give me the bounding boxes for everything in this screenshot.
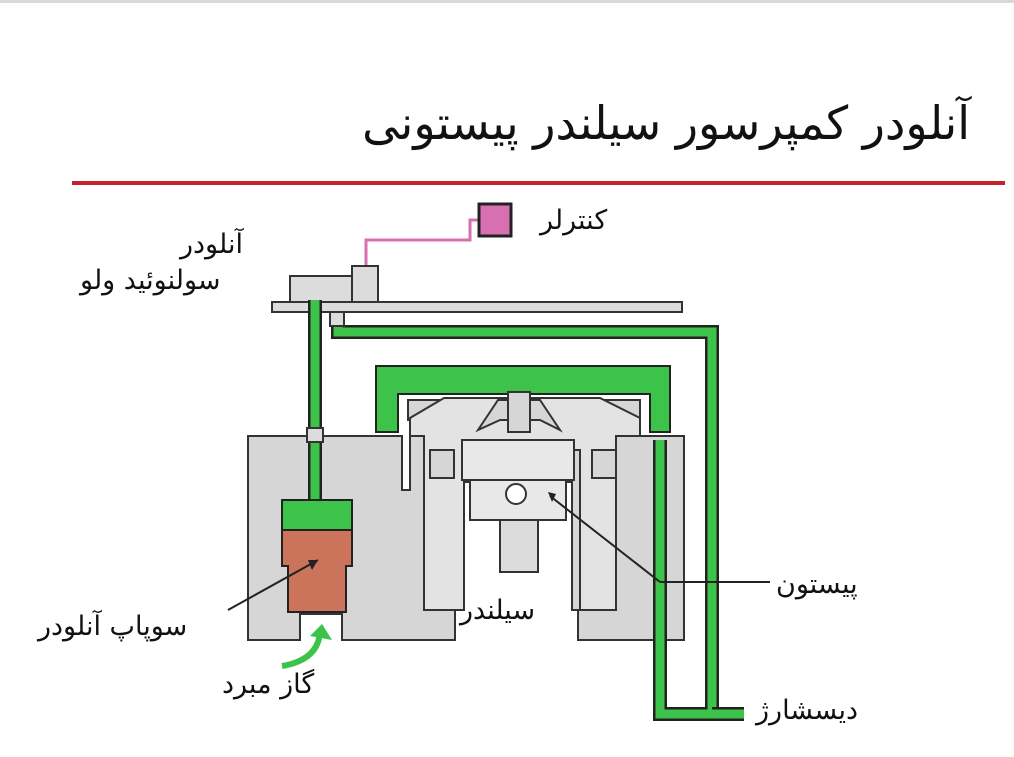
top-border	[0, 0, 1014, 3]
label-suction-gas: گاز مبرد	[222, 669, 315, 700]
cylinder-head	[409, 397, 641, 611]
title-rule	[72, 181, 1005, 185]
label-piston: پیستون	[776, 569, 858, 600]
label-solenoid-line1: آنلودر	[180, 229, 243, 260]
control-wire	[364, 218, 480, 268]
label-unloader-valve: سوپاپ آنلودر	[38, 611, 188, 642]
piston-head	[461, 439, 575, 481]
label-controller: کنترلر	[540, 205, 608, 236]
solenoid-coil	[351, 265, 379, 303]
unloader-valve-top	[281, 499, 353, 531]
discharge-chamber	[375, 365, 671, 433]
label-discharge: دیسشارژ	[756, 695, 859, 726]
connecting-rod	[499, 519, 539, 573]
controller-box	[477, 202, 513, 238]
valve-plate-right	[591, 449, 617, 479]
label-cylinder: سیلندر	[460, 595, 536, 626]
pipe-fitting	[306, 427, 324, 443]
label-solenoid-line2: سولنوئید ولو	[80, 265, 221, 296]
page-title: آنلودر کمپرسور سیلندر پیستونی	[362, 96, 970, 150]
unloader-valve-piston	[281, 529, 353, 613]
valve-plate-left	[429, 449, 455, 479]
header-pipe	[271, 301, 683, 313]
leader-unloader-valve	[227, 559, 319, 611]
solenoid-valve	[289, 275, 355, 303]
piston-pin	[505, 483, 527, 505]
